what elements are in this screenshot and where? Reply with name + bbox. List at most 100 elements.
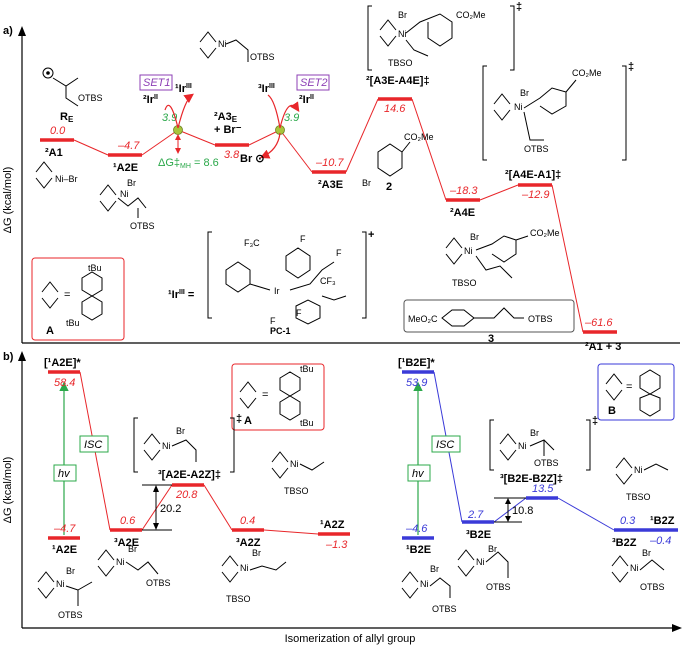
svg-text:Ni: Ni [116, 557, 125, 567]
svg-text:³[B2E-B2Z]‡: ³[B2E-B2Z]‡ [500, 473, 563, 485]
dg-mh-label: ΔG‡MH = 8.6 [158, 157, 219, 170]
ir3-left: ¹IrIII [175, 83, 192, 95]
isc-label-red: ISC [84, 439, 102, 451]
mol-a1 [35, 161, 53, 189]
svg-text:Br: Br [470, 232, 479, 242]
product-3-box [403, 299, 575, 333]
ligand-a-label: A [46, 325, 54, 337]
value-a3e-br: 3.8 [224, 149, 240, 161]
svg-text:CO₂Me: CO₂Me [456, 10, 486, 20]
svg-text:TBSO: TBSO [626, 492, 651, 502]
value-ir-left: 3.9 [162, 112, 177, 124]
svg-text:‡: ‡ [236, 413, 242, 425]
svg-text:¹B2Z: ¹B2Z [650, 515, 675, 527]
svg-text:Ni: Ni [398, 29, 407, 39]
panel-a-letter: a) [3, 25, 13, 37]
value-2A4E: –18.3 [449, 185, 478, 197]
svg-text:–4.7: –4.7 [53, 523, 76, 535]
svg-text:CO₂Me: CO₂Me [530, 228, 560, 238]
svg-text:¹A2Z: ¹A2Z [320, 519, 345, 531]
value-ts-a4a1: –12.9 [521, 189, 550, 201]
mol-ni-top [199, 31, 249, 62]
svg-text:OTBS: OTBS [528, 314, 553, 324]
set1-box [139, 74, 173, 91]
barrier-blue: 10.8 [512, 505, 533, 517]
svg-text:TBSO: TBSO [452, 278, 477, 288]
svg-text:OTBS: OTBS [534, 458, 559, 468]
radical-re [42, 67, 79, 107]
svg-text:³[A2E-A2Z]‡: ³[A2E-A2Z]‡ [158, 469, 221, 481]
svg-text:F₃C: F₃C [244, 238, 260, 248]
svg-text:tBu: tBu [88, 263, 102, 273]
name-2A4E: ²A4E [450, 207, 475, 219]
svg-text:Ni: Ni [120, 189, 129, 199]
svg-text:OTBS: OTBS [146, 578, 171, 588]
svg-text:13.5: 13.5 [532, 483, 554, 495]
svg-text:¹B2E: ¹B2E [406, 544, 431, 556]
set2-label: SET2 [300, 77, 328, 89]
svg-text:=: = [262, 389, 268, 401]
name-2A3E-mid: ²A3E [318, 179, 343, 191]
panel-a-levels [40, 97, 617, 334]
value-2A3E: –10.7 [315, 157, 344, 169]
a2e-otbs: OTBS [130, 221, 155, 231]
svg-text:Ni: Ni [162, 441, 171, 451]
svg-text:Ni: Ni [290, 459, 299, 469]
br-radical: Br ⊙ [240, 153, 265, 165]
hv-label-blue: hv [412, 468, 425, 480]
svg-text:2.7: 2.7 [467, 509, 484, 521]
svg-text:B: B [608, 405, 616, 417]
value-ir-right: 3.9 [284, 112, 299, 124]
svg-text:[¹B2E]*: [¹B2E]* [398, 357, 435, 369]
set2-box [296, 74, 330, 91]
name-2A3E: ²A3E [214, 111, 238, 124]
svg-text:OTBS: OTBS [250, 52, 275, 62]
svg-text:Br: Br [488, 544, 497, 554]
svg-text:‡: ‡ [516, 1, 522, 13]
svg-text:–1.3: –1.3 [325, 539, 348, 551]
ligand-b-box [597, 363, 675, 421]
svg-text:A: A [244, 415, 252, 427]
svg-text:0.4: 0.4 [240, 515, 255, 527]
svg-text:=: = [64, 289, 70, 301]
svg-text:OTBS: OTBS [432, 604, 457, 614]
svg-text:TBSO: TBSO [226, 594, 251, 604]
set1-arrow [164, 93, 194, 129]
svg-text:TBSO: TBSO [284, 486, 309, 496]
set2-arrow [267, 94, 300, 129]
hv-label-red: hv [58, 468, 71, 480]
value-2A1: 0.0 [50, 125, 66, 137]
svg-text:+: + [368, 229, 374, 241]
svg-text:F: F [336, 248, 342, 258]
a1-nibr: Ni–Br [55, 174, 78, 184]
svg-text:Ni: Ni [464, 246, 473, 256]
panel-b-blue-levels [402, 370, 678, 540]
name-ts-a4a1: ²[A4E-A1]‡ [505, 169, 561, 181]
svg-text:53.9: 53.9 [406, 377, 427, 389]
re-otbs: OTBS [78, 93, 103, 103]
name-br-minus: + Br⁻ [214, 124, 242, 136]
panel-b-red-levels [48, 370, 350, 540]
svg-text:Ni: Ni [420, 579, 429, 589]
svg-text:F: F [270, 316, 276, 326]
svg-text:–0.4: –0.4 [649, 535, 671, 547]
re-label: RE [60, 111, 74, 124]
svg-text:Ni: Ni [218, 39, 227, 49]
svg-text:tBu: tBu [300, 364, 314, 374]
svg-text:MeO₂C: MeO₂C [408, 314, 438, 324]
pc1-ir-label: ¹IrIII = [168, 289, 194, 301]
svg-text:Ir: Ir [274, 286, 280, 296]
barrier-red: 20.2 [160, 503, 181, 515]
svg-text:Ni: Ni [630, 563, 639, 573]
panel-b-y-label: ΔG (kcal/mol) [2, 457, 14, 524]
svg-text:³B2E: ³B2E [466, 529, 491, 541]
svg-text:Br: Br [430, 564, 439, 574]
panel-a-y-axis-arrow [18, 26, 26, 36]
panel-b-letter: b) [3, 351, 14, 363]
svg-text:Br: Br [530, 428, 539, 438]
svg-text:58.4: 58.4 [54, 377, 75, 389]
value-ts-a3a4: 14.6 [384, 103, 406, 115]
svg-text:Br: Br [520, 88, 529, 98]
svg-text:CF₃: CF₃ [320, 276, 336, 286]
svg-text:OTBS: OTBS [524, 144, 549, 154]
